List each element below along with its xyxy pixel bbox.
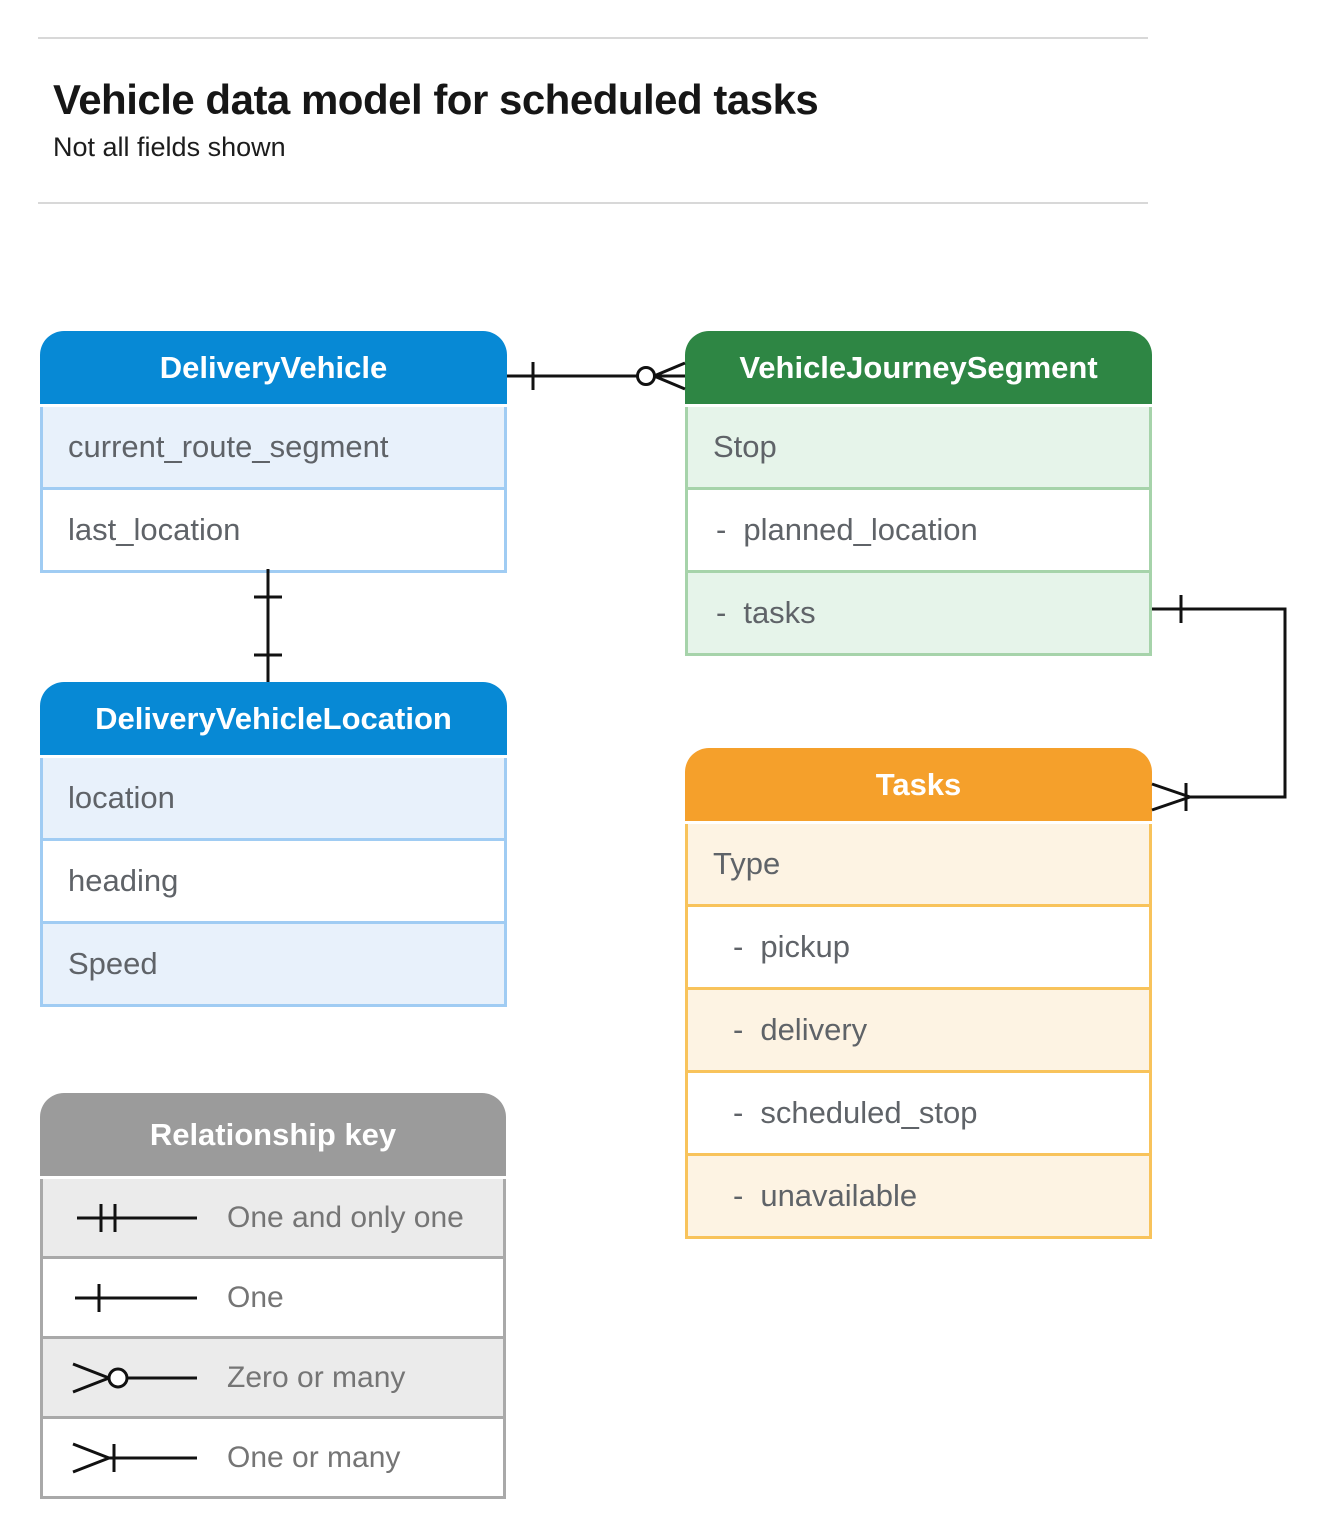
one-symbol [75, 1283, 197, 1312]
entity-tasks: Tasks Type - pickup - delivery - schedul… [685, 748, 1152, 1239]
field-row: Speed [43, 921, 504, 1004]
field-row: - scheduled_stop [688, 1070, 1149, 1153]
field-label: Type [713, 846, 781, 881]
field-label: location [68, 780, 175, 815]
dash: - [716, 595, 727, 630]
field-label: current_route_segment [68, 429, 389, 464]
field-row: location [43, 758, 504, 838]
page-title: Vehicle data model for scheduled tasks [53, 76, 819, 123]
relationship-key-body: One and only one One Zero or many One or… [40, 1179, 506, 1499]
page-subtitle: Not all fields shown [53, 132, 286, 162]
field-row: Type [688, 824, 1149, 904]
legend-label: One [227, 1280, 284, 1314]
entity-body: Stop - planned_location - tasks [685, 407, 1152, 656]
field-label: unavailable [760, 1178, 918, 1213]
field-label: Stop [713, 429, 777, 464]
connector-deliveryvehicle-deliveryvehiclelocation [254, 569, 282, 682]
field-row: current_route_segment [43, 407, 504, 487]
entity-body: current_route_segment last_location [40, 407, 507, 573]
relationship-key-title: Relationship key [40, 1093, 506, 1179]
legend-label: One and only one [227, 1200, 464, 1234]
legend-row: One or many [43, 1416, 503, 1496]
one-or-many-symbol [72, 1442, 197, 1473]
field-row: - planned_location [688, 487, 1149, 570]
dash: - [716, 512, 727, 547]
connector-vehiclejourneysegment-tasks [1151, 595, 1287, 812]
field-row: - pickup [688, 904, 1149, 987]
field-label: heading [68, 863, 179, 898]
dash: - [733, 1178, 744, 1213]
entity-vehicle-journey-segment: VehicleJourneySegment Stop - planned_loc… [685, 331, 1152, 656]
field-row: - unavailable [688, 1153, 1149, 1236]
entity-delivery-vehicle-location: DeliveryVehicleLocation location heading… [40, 682, 507, 1007]
legend-row: One [43, 1256, 503, 1336]
field-label: tasks [743, 595, 816, 630]
zero-or-many-symbol [72, 1362, 197, 1393]
legend-row: Zero or many [43, 1336, 503, 1416]
entity-body: location heading Speed [40, 758, 507, 1007]
one-and-only-one-symbol [77, 1203, 197, 1232]
field-row: - tasks [688, 570, 1149, 653]
field-label: delivery [760, 1012, 868, 1047]
entity-title-delivery-vehicle-location: DeliveryVehicleLocation [40, 682, 507, 758]
legend-label: One or many [227, 1440, 401, 1474]
relationship-key: Relationship key One and only one One Ze… [40, 1093, 506, 1499]
field-row: last_location [43, 487, 504, 570]
entity-body: Type - pickup - delivery - scheduled_sto… [685, 824, 1152, 1239]
dash: - [733, 1095, 744, 1130]
legend-row: One and only one [43, 1179, 503, 1256]
legend-label: Zero or many [227, 1360, 406, 1394]
entity-title-delivery-vehicle: DeliveryVehicle [40, 331, 507, 407]
field-label: planned_location [743, 512, 978, 547]
entity-title-vehicle-journey-segment: VehicleJourneySegment [685, 331, 1152, 407]
entity-delivery-vehicle: DeliveryVehicle current_route_segment la… [40, 331, 507, 573]
field-row: heading [43, 838, 504, 921]
field-row: - delivery [688, 987, 1149, 1070]
field-label: Speed [68, 946, 158, 981]
top-divider [38, 37, 1148, 39]
field-label: scheduled_stop [760, 1095, 978, 1130]
header-divider [38, 202, 1148, 204]
entity-title-tasks: Tasks [685, 748, 1152, 824]
field-label: last_location [68, 512, 241, 547]
connector-deliveryvehicle-vehiclejourneysegment [507, 361, 686, 391]
field-row: Stop [688, 407, 1149, 487]
dash: - [733, 1012, 744, 1047]
dash: - [733, 929, 744, 964]
field-label: pickup [760, 929, 850, 964]
